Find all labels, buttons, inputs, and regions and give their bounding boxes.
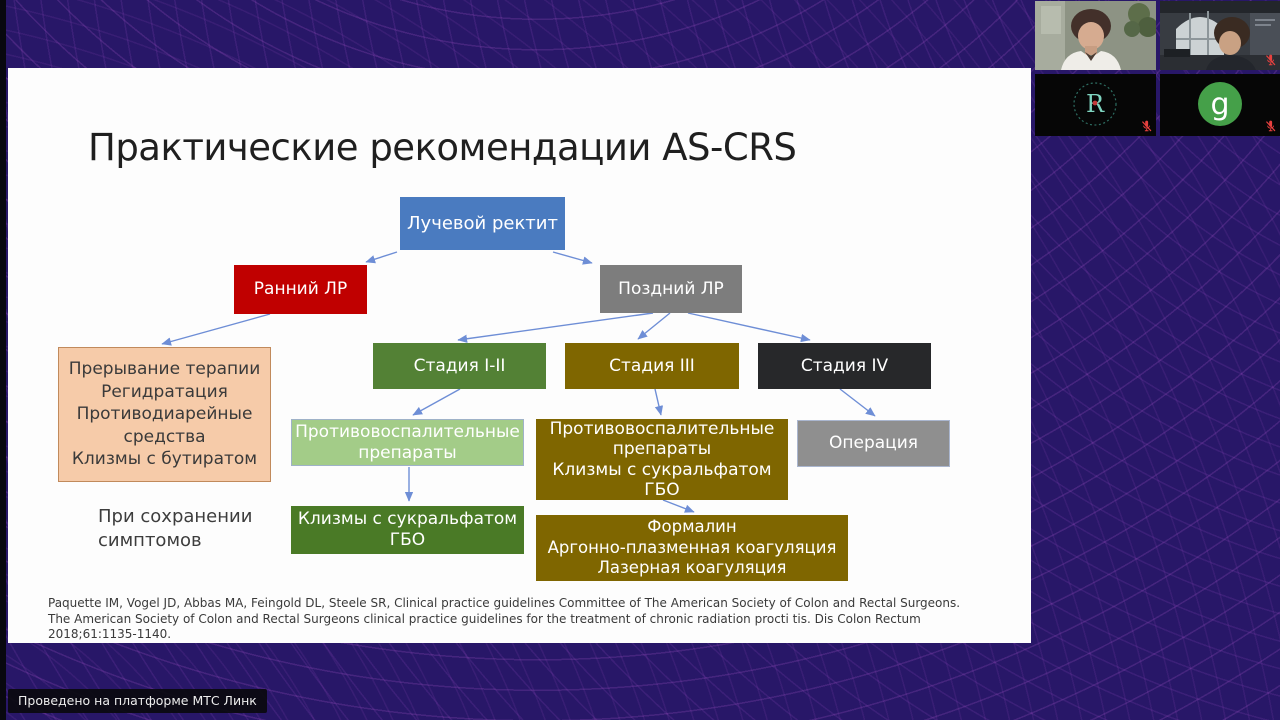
node-stage3-treatment-2: Формалин Аргонно-плазменная коагуляция Л… [536, 515, 848, 581]
node-late-lr: Поздний ЛР [600, 265, 742, 313]
svg-text:g: g [1210, 87, 1229, 122]
platform-badge: Проведено на платформе МТС Линк [8, 689, 267, 713]
webcam-feed-1 [1035, 1, 1156, 70]
citation-text: Paquette IM, Vogel JD, Abbas MA, Feingol… [48, 596, 961, 642]
node-stage-3: Стадия III [565, 343, 739, 389]
node-operation: Операция [797, 420, 950, 467]
participant-letter-avatar[interactable]: g [1160, 74, 1280, 136]
node-early-treatment: Прерывание терапии Регидратация Противод… [58, 347, 271, 482]
side-note: При сохранении симптомов [98, 506, 253, 552]
node-stage3-treatment-1: Противовоспалительные препараты Клизмы с… [536, 419, 788, 500]
window-left-edge [0, 0, 6, 720]
node-stage-4: Стадия IV [758, 343, 931, 389]
node-stage12-antiinflammatory: Противовоспалительные препараты [291, 419, 524, 466]
slide-title: Практические рекомендации AS-CRS [88, 126, 797, 169]
participant-logo-avatar[interactable]: R [1035, 74, 1156, 136]
logo-avatar-r: R [1035, 74, 1156, 136]
presentation-slide: Практические рекомендации AS-CRS [8, 68, 1031, 643]
participant-video-2[interactable] [1160, 1, 1280, 70]
node-stage12-sucralfate: Клизмы с сукральфатом ГБО [291, 506, 524, 554]
webcam-feed-2 [1160, 1, 1280, 70]
muted-mic-icon [1264, 120, 1277, 133]
node-stage-1-2: Стадия I-II [373, 343, 546, 389]
participant-video-1[interactable] [1035, 1, 1156, 70]
node-early-lr: Ранний ЛР [234, 265, 367, 314]
muted-mic-icon [1264, 54, 1277, 67]
letter-avatar-g: g [1160, 74, 1280, 136]
node-radiation-rectitis: Лучевой ректит [400, 197, 565, 250]
muted-mic-icon [1140, 120, 1153, 133]
